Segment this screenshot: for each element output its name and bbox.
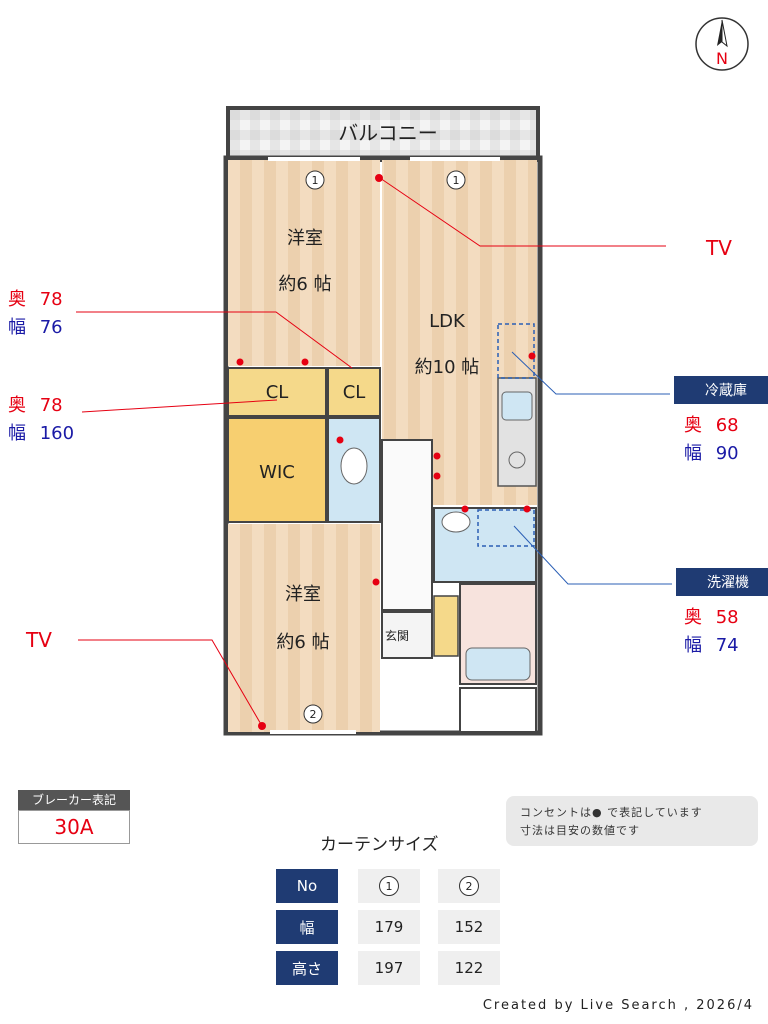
fridge-width-label: 幅 (684, 443, 702, 464)
curtain-header-1: 1 (379, 876, 399, 896)
ldk-label: LDK (429, 311, 466, 332)
compass: N (694, 14, 750, 74)
footer-credit: Created by Live Search , 2026/4 (482, 998, 754, 1013)
outlet-dot (372, 578, 380, 586)
leader-washer (513, 525, 672, 585)
corridor (381, 439, 433, 611)
entrance-label: 玄関 (385, 628, 409, 643)
fridge-dimensions: 奥 68 幅 90 (684, 412, 742, 468)
room-western-bottom (228, 524, 380, 732)
fridge-space (497, 323, 535, 379)
outlet-dot (433, 452, 441, 460)
curtain-row-height-label: 高さ (276, 951, 338, 985)
tv-left-label: TV (26, 628, 52, 652)
outlet-dot (375, 174, 383, 182)
curtain-header-1-cell: 1 (358, 869, 420, 903)
curtain-width-1: 179 (358, 910, 420, 944)
fridge-width: 90 (715, 443, 739, 464)
breaker-panel: ブレーカー表記 30A (18, 790, 130, 844)
window-1b-label: 1 (453, 174, 460, 187)
outer-wall (223, 155, 543, 736)
left2-depth: 78 (39, 395, 63, 416)
breaker-title: ブレーカー表記 (18, 790, 130, 810)
window-marker-2 (303, 704, 323, 724)
fridge-tag: 冷蔵庫 (674, 376, 768, 404)
toilet-icon (340, 447, 368, 485)
wic-area (227, 417, 327, 523)
left1-width: 76 (39, 317, 63, 338)
left1-width-label: 幅 (8, 317, 26, 338)
left1-depth-label: 奥 (8, 289, 26, 310)
storage-box (459, 687, 537, 733)
bathtub-icon (465, 647, 531, 681)
washer-width: 74 (715, 635, 739, 656)
left1-depth: 78 (39, 289, 63, 310)
window-1a-label: 1 (312, 174, 319, 187)
window-2-label: 2 (310, 708, 317, 721)
compass-label: N (716, 49, 728, 68)
room-western-bottom-size: 約6 帖 (276, 632, 329, 653)
washer-width-label: 幅 (684, 635, 702, 656)
leader-tv-top (379, 177, 666, 247)
balcony-label: バルコニー (338, 121, 438, 145)
room-western-top-label: 洋室 (287, 228, 323, 249)
left2-width-label: 幅 (8, 423, 26, 444)
closet1-dimensions: 奥 78 幅 76 (8, 286, 66, 342)
left2-depth-label: 奥 (8, 395, 26, 416)
wic-label: WIC (259, 462, 295, 483)
breaker-value: 30A (18, 810, 130, 844)
curtain-header-2-cell: 2 (438, 869, 500, 903)
curtain-header-2: 2 (459, 876, 479, 896)
entrance-area (381, 611, 433, 659)
closet-1 (227, 367, 327, 417)
compass-icon: N (695, 17, 749, 71)
curtain-height-2: 122 (438, 951, 500, 985)
curtain-title: カーテンサイズ (320, 835, 439, 855)
notes-line1: コンセントは● で表記しています (520, 806, 703, 819)
stove-icon (508, 451, 526, 469)
outlet-dot (336, 436, 344, 444)
washer-depth-label: 奥 (684, 607, 702, 628)
ldk-size: 約10 帖 (415, 357, 480, 378)
room-western-bottom-label: 洋室 (285, 584, 321, 605)
closet2-dimensions: 奥 78 幅 160 (8, 392, 74, 448)
curtain-width-2: 152 (438, 910, 500, 944)
curtain-row-width-label: 幅 (276, 910, 338, 944)
leader-fridge (511, 351, 670, 395)
washer-depth: 58 (715, 607, 739, 628)
washbasin-icon (441, 511, 471, 533)
outlet-dot (523, 505, 531, 513)
outlet-dot (236, 358, 244, 366)
room-western-top-size: 約6 帖 (278, 274, 331, 295)
sink-icon (501, 391, 533, 421)
leader-left2 (81, 399, 278, 413)
tv-top-label: TV (706, 236, 732, 260)
closet-1-label: CL (266, 382, 289, 403)
outlet-dot (433, 472, 441, 480)
curtain-height-1: 197 (358, 951, 420, 985)
room-western-top (228, 160, 380, 366)
washer-space (477, 509, 535, 547)
closet-2 (327, 367, 381, 417)
closet-2-label: CL (343, 382, 366, 403)
curtain-header-no: No (276, 869, 338, 903)
leader-left1 (76, 311, 353, 369)
window-marker-1b (446, 170, 466, 190)
left2-width: 160 (39, 423, 75, 444)
notes-box: コンセントは● で表記しています 寸法は目安の数値です (506, 796, 758, 846)
washer-dimensions: 奥 58 幅 74 (684, 604, 742, 660)
washer-tag: 洗濯機 (676, 568, 768, 596)
fridge-depth-label: 奥 (684, 415, 702, 436)
outlet-dot (528, 352, 536, 360)
leader-tv-left (78, 639, 263, 727)
notes-line2: 寸法は目安の数値です (520, 824, 640, 837)
outlet-dot (461, 505, 469, 513)
window-marker-1a (305, 170, 325, 190)
shoe-cabinet (433, 595, 459, 657)
outlet-dot (301, 358, 309, 366)
fridge-depth: 68 (715, 415, 739, 436)
floor-plan: バルコニー 洋室 約6 帖 LDK 約10 帖 CL CL WIC 洋室 約6 … (76, 106, 672, 736)
